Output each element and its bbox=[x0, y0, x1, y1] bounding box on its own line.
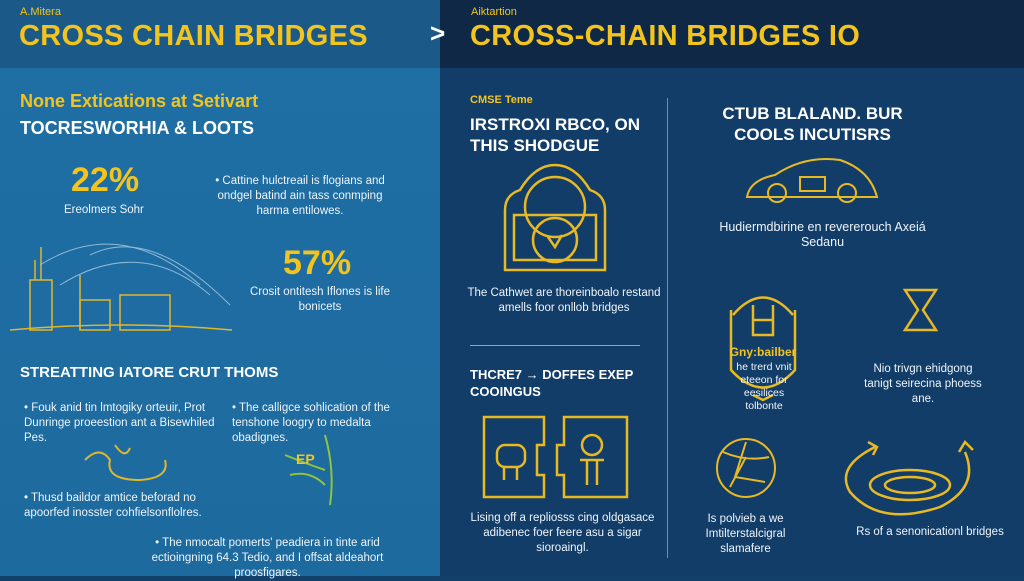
right-title: CROSS-CHAIN BRIDGES IO bbox=[470, 20, 861, 52]
left-kicker: A.Mitera bbox=[20, 6, 61, 18]
doodle-text: EP bbox=[296, 451, 315, 467]
plant-doodle-icon bbox=[284, 434, 333, 506]
stat-57-value: 57% bbox=[283, 244, 352, 282]
stat-57-label: Crosit ontitesh Iflones is life bonicets bbox=[250, 286, 390, 313]
col2-caption: Hudiermdbirine en revererouch Axeiá Seda… bbox=[719, 220, 926, 249]
globe-icon bbox=[716, 438, 776, 498]
right-kicker: Aiktartion bbox=[471, 6, 517, 18]
car-icon bbox=[745, 158, 879, 203]
shield-title: Gny:bailber bbox=[729, 345, 797, 359]
hourglass-text: Nio trivgn ehidgong tanigt seirecina pho… bbox=[864, 363, 982, 405]
col1-tag: CMSE Teme bbox=[470, 94, 533, 106]
section-divider bbox=[470, 345, 640, 346]
left-title: CROSS CHAIN BRIDGES bbox=[19, 20, 368, 52]
left-section-title: STREATTING IATORE CRUT THOMS bbox=[20, 364, 279, 381]
left-bullet-3: • Thusd baildor amtice beforad no apoorf… bbox=[24, 492, 202, 519]
col1-heading: IRSTROXI RBCO, ON THIS SHODGUE bbox=[470, 115, 641, 155]
left-header bbox=[0, 0, 440, 68]
stat-22-label: Ereolmers Sohr bbox=[64, 204, 144, 216]
left-panel bbox=[0, 0, 440, 576]
col1-heading2: THCRE7 → DOFFES EXEP COOINGUS bbox=[470, 367, 634, 399]
chair-shield-icon bbox=[729, 296, 797, 402]
col1-caption: The Cathwet are thoreinboalo restand ame… bbox=[467, 287, 661, 314]
left-subtitle-white: TOCRESWORHIA & LOOTS bbox=[20, 118, 254, 138]
loop-text: Rs of a senonicationl bridges bbox=[856, 526, 1004, 538]
arrow-icon: > bbox=[430, 18, 446, 48]
stat-bullet: • Cattine hulctreail is flogians and ond… bbox=[215, 175, 385, 217]
robot-vault-icon bbox=[503, 163, 607, 272]
column-divider bbox=[667, 98, 668, 558]
left-bullet-4: • The nmocalt pomerts' peadiera in tinte… bbox=[151, 537, 384, 579]
puzzle-exchange-icon bbox=[482, 415, 629, 499]
shield-text: he trerd vnit eteeon for eesilices tolbo… bbox=[736, 361, 792, 412]
left-bullet-1: • Fouk anid tin lmtogiky orteuir, Prot D… bbox=[24, 402, 215, 444]
city-skyline-illustration bbox=[9, 243, 233, 331]
col2-heading: CTUB BLALAND. BUR COOLS INCUTISRS bbox=[722, 104, 903, 144]
loop-arrows-icon bbox=[844, 439, 974, 516]
right-header bbox=[440, 0, 1024, 68]
left-bullet-2: • The calligce sohlication of the tensho… bbox=[232, 402, 390, 444]
globe-text: Is polvieb a we Imtilterstalcigral slama… bbox=[705, 513, 786, 555]
col1-caption2: Lising off a repliosss cing oldgasace ad… bbox=[470, 512, 655, 554]
left-subtitle: None Extications at Setivart bbox=[20, 91, 259, 111]
stat-22-value: 22% bbox=[71, 161, 140, 199]
hourglass-icon bbox=[902, 288, 939, 332]
squiggle-doodle-icon bbox=[84, 444, 167, 482]
